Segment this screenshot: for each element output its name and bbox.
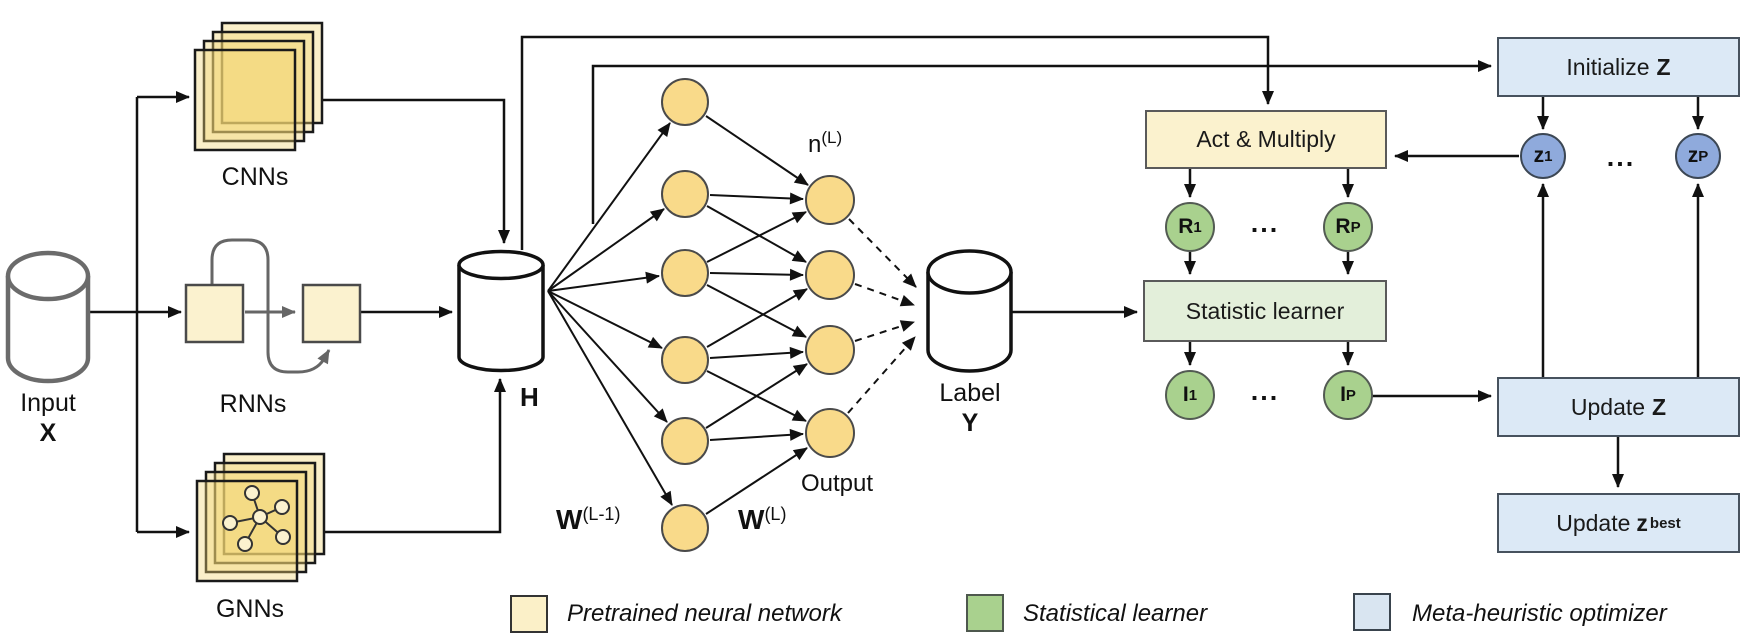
z-first-sub: 1 [1544, 147, 1553, 165]
gnns-label: GNNs [215, 595, 285, 623]
weights-last-label: W(L) [738, 503, 786, 537]
output-to-label-dashed [847, 218, 917, 414]
update-symbol: Z [1652, 393, 1667, 420]
rnn-cells [184, 283, 362, 344]
act-multiply-label: Act & Multiply [1196, 126, 1336, 152]
layer-size-sup: (L) [821, 128, 843, 147]
z-last-sub: P [1698, 147, 1709, 165]
legend-swatch-metaheuristic [1353, 593, 1391, 631]
output-node [805, 408, 855, 458]
hidden-node [661, 504, 709, 552]
r-first-sub: 1 [1193, 218, 1202, 236]
initialize-label: Initialize [1566, 53, 1650, 80]
input-label: Input X [0, 388, 96, 448]
r-last-base: R [1335, 215, 1351, 238]
legend-swatch-statistical [966, 594, 1004, 632]
z-first-base: z [1533, 144, 1545, 167]
weights-prev-base: W [556, 504, 583, 535]
label-y-cylinder [926, 249, 1013, 373]
hidden-layer-fanout [547, 122, 673, 506]
output-node [805, 325, 855, 375]
h-cylinder [457, 249, 545, 373]
i-last-sub: P [1345, 386, 1356, 404]
r-ellipsis: ... [1250, 208, 1280, 238]
h-label: H [520, 382, 539, 412]
act-multiply-box: Act & Multiply [1145, 110, 1387, 169]
hidden-node [661, 336, 709, 384]
hidden-node [661, 249, 709, 297]
output-label: Output [800, 470, 874, 497]
update-best-symbol: z [1636, 509, 1648, 536]
input-label-text: Input [20, 389, 76, 417]
weights-last-base: W [738, 504, 765, 535]
hidden-node [661, 170, 709, 218]
weights-prev-label: W(L-1) [556, 503, 620, 537]
legend-swatch-pretrained [510, 595, 548, 633]
update-best-label: Update [1556, 509, 1631, 536]
rnn-loop-wire [210, 238, 331, 374]
r-last-sub: P [1350, 218, 1361, 236]
hidden-node [661, 78, 709, 126]
routing-wires [88, 35, 1704, 538]
i-first-base: I [1182, 383, 1189, 406]
update-best-sub: best [1649, 514, 1681, 532]
layer-size-label: n(L) [808, 128, 842, 160]
i-last-base: I [1340, 383, 1346, 406]
label-y-symbol: Y [961, 409, 979, 437]
legend-label-pretrained: Pretrained neural network [567, 600, 842, 627]
layer-size-base: n [808, 131, 822, 158]
rnns-label: RNNs [219, 390, 287, 418]
cnns-label: CNNs [221, 163, 289, 191]
hidden-node [661, 417, 709, 465]
cnn-stack [193, 21, 324, 152]
initialize-symbol: Z [1656, 53, 1671, 80]
output-node [805, 250, 855, 300]
i-ellipsis: ... [1250, 376, 1280, 406]
i-first-sub: 1 [1188, 386, 1198, 404]
legend-label-metaheuristic: Meta-heuristic optimizer [1412, 600, 1667, 627]
gnn-graph-icon [222, 485, 291, 552]
statistic-learner-label: Statistic learner [1185, 297, 1345, 324]
statistic-learner-box: Statistic learner [1143, 280, 1387, 342]
input-cylinder [5, 250, 91, 384]
label-y-text: Label [939, 379, 1001, 407]
output-node [805, 175, 855, 225]
output-layer-edges [705, 115, 809, 515]
r-first-base: R [1178, 215, 1194, 238]
z-ellipsis: ... [1606, 142, 1636, 172]
z-last-base: z [1687, 144, 1699, 167]
label-y: Label Y [922, 378, 1018, 438]
update-label: Update [1570, 393, 1646, 420]
weights-last-sup: (L) [764, 504, 787, 524]
input-symbol: X [39, 419, 57, 447]
weights-prev-sup: (L-1) [582, 504, 621, 524]
legend-label-statistical: Statistical learner [1023, 600, 1208, 627]
